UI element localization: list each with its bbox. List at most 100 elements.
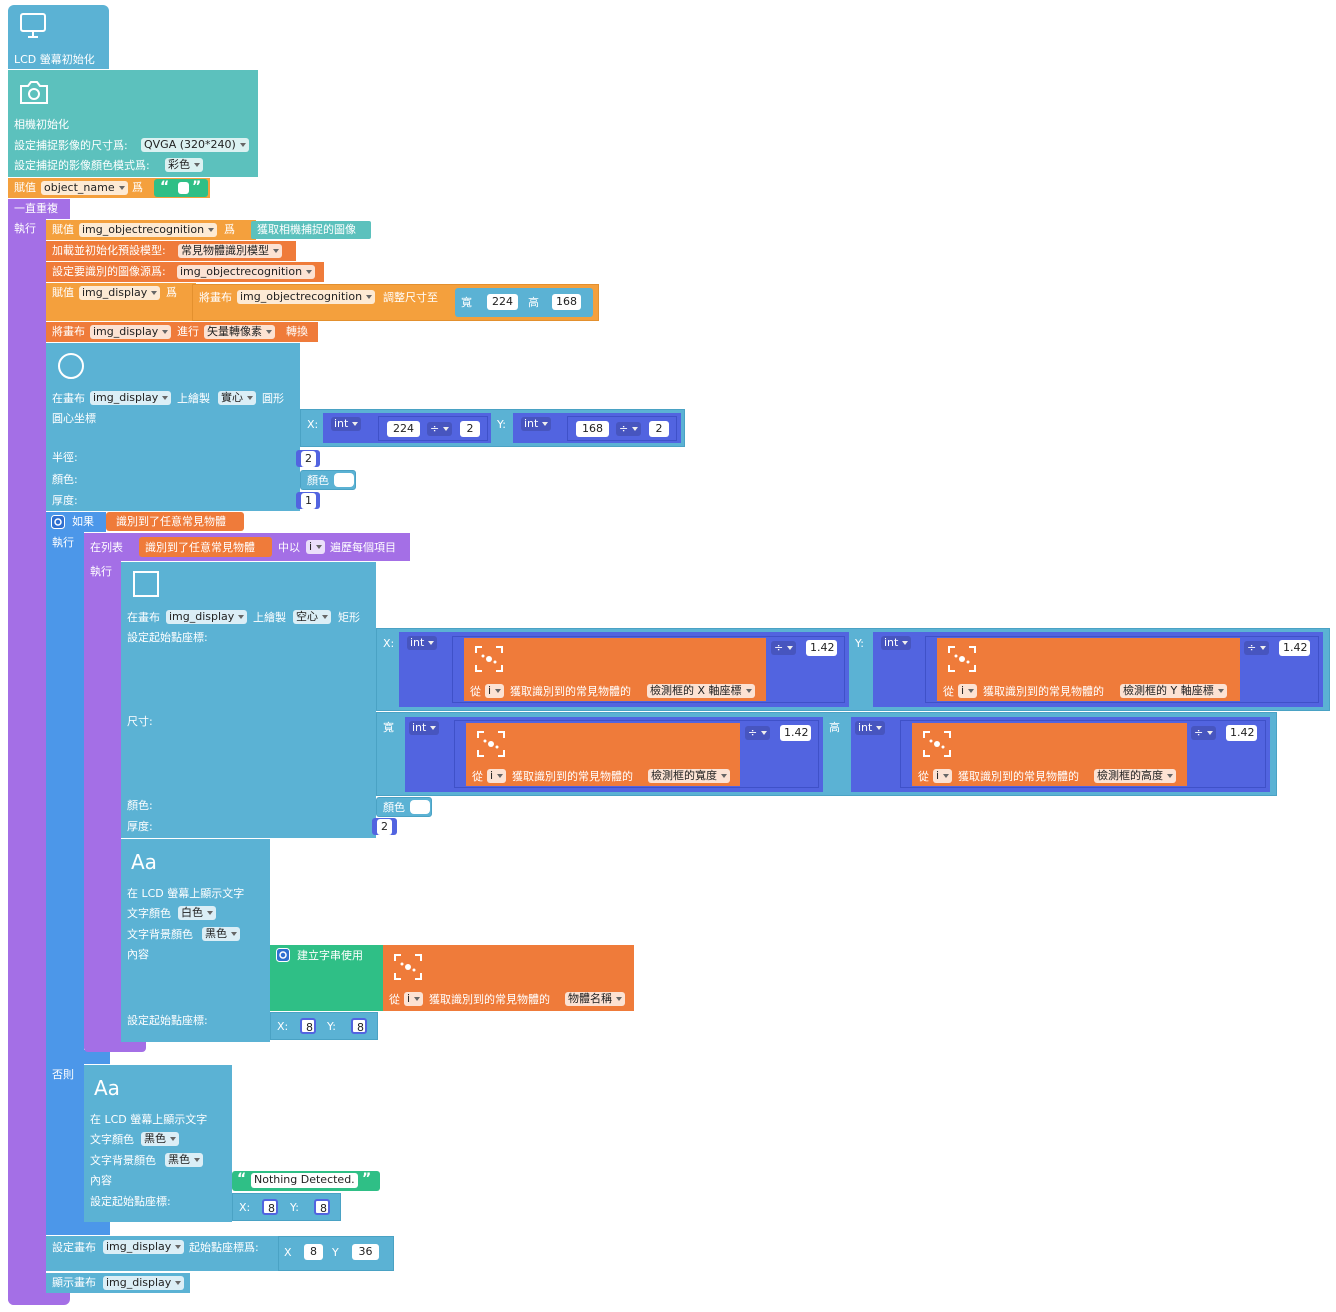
- center-y-div[interactable]: 2: [649, 421, 669, 437]
- text-found-fg-dropdown[interactable]: 白色: [178, 906, 216, 920]
- rect-y-int-dropdown[interactable]: int: [881, 636, 912, 650]
- source-dropdown[interactable]: img_objectrecognition: [177, 265, 316, 279]
- rect-x-int-dropdown[interactable]: int: [407, 636, 438, 650]
- thickness-input[interactable]: 1: [301, 493, 316, 509]
- gear-icon[interactable]: [51, 515, 65, 529]
- set-source-block[interactable]: 設定要識別的圖像源爲: img_objectrecognition: [46, 262, 324, 282]
- size-tuple-block[interactable]: 寬 224 高 168: [455, 288, 593, 317]
- circle-fill-dropdown[interactable]: 實心: [218, 391, 256, 405]
- center-x-num[interactable]: 224: [387, 421, 420, 437]
- rect-h-ai-block[interactable]: 從 i 獲取識別到的常見物體的 檢測框的高度: [912, 723, 1187, 786]
- thickness-block[interactable]: 1: [296, 492, 320, 509]
- rect-x-i-dropdown[interactable]: i: [485, 684, 505, 698]
- empty-string-field[interactable]: [178, 182, 189, 194]
- model-dropdown[interactable]: 常見物體識別模型: [178, 244, 282, 258]
- assign-img-obj-block[interactable]: 賦值 img_objectrecognition 爲: [46, 220, 256, 240]
- show-canvas-block[interactable]: 顯示畫布 img_display: [46, 1273, 190, 1293]
- center-y-int-dropdown[interactable]: int: [521, 417, 552, 431]
- center-x-op-dropdown[interactable]: ÷: [427, 422, 453, 436]
- rect-y-op-dropdown[interactable]: ÷: [1244, 641, 1270, 655]
- lcd-init-block[interactable]: LCD 螢幕初始化: [8, 5, 109, 69]
- rect-h-i-dropdown[interactable]: i: [933, 769, 953, 783]
- forever-loop-block[interactable]: 一直重複: [8, 199, 70, 219]
- rect-y-i-dropdown[interactable]: i: [958, 684, 978, 698]
- set-origin-tuple[interactable]: X 8 Y 36: [278, 1236, 394, 1271]
- rect-color-swatch[interactable]: [410, 800, 430, 814]
- text-found-bg-dropdown[interactable]: 黑色: [202, 927, 240, 941]
- circle-color-block[interactable]: 顏色: [300, 470, 356, 490]
- set-origin-x-input[interactable]: 8: [304, 1244, 323, 1260]
- circle-color-swatch[interactable]: [334, 473, 354, 487]
- rect-w-op-dropdown[interactable]: ÷: [745, 726, 771, 740]
- center-y-op-dropdown[interactable]: ÷: [616, 422, 642, 436]
- object-name-field-dropdown[interactable]: 物體名稱: [565, 992, 625, 1006]
- img-obj-var-dropdown[interactable]: img_objectrecognition: [79, 223, 218, 237]
- set-canvas-origin-block[interactable]: 設定畫布 img_display 起始點座標爲:: [46, 1236, 278, 1271]
- rect-y-ai-block[interactable]: 從 i 獲取識別到的常見物體的 檢測框的 Y 軸座標: [937, 638, 1240, 701]
- if-condition-block[interactable]: 識別到了任意常見物體: [106, 512, 244, 531]
- draw-circle-block[interactable]: 在畫布 img_display 上繪製 實心 圓形 圓心坐標 半徑: 顏色: 厚…: [46, 343, 300, 511]
- rect-w-ai-block[interactable]: 從 i 獲取識別到的常見物體的 檢測框的寬度: [466, 723, 740, 786]
- assign-img-display-block[interactable]: 賦值 img_display 爲: [46, 283, 196, 321]
- for-each-var-dropdown[interactable]: i: [306, 540, 326, 554]
- gear-icon[interactable]: [276, 948, 290, 962]
- text-found-pos-tuple[interactable]: X: 8 Y: 8: [270, 1012, 378, 1040]
- rect-w-int-dropdown[interactable]: int: [409, 721, 440, 735]
- resize-source-dropdown[interactable]: img_objectrecognition: [237, 290, 376, 304]
- radius-block[interactable]: 2: [296, 450, 320, 467]
- rect-w-field-dropdown[interactable]: 檢測框的寬度: [648, 769, 730, 783]
- center-x-divide-block[interactable]: 224 ÷ 2: [378, 416, 488, 441]
- rect-x-op-dropdown[interactable]: ÷: [771, 641, 797, 655]
- if-block[interactable]: 如果: [46, 512, 106, 532]
- nothing-detected-string-block[interactable]: “ Nothing Detected. ”: [232, 1171, 380, 1191]
- draw-rect-block[interactable]: 在畫布 img_display 上繪製 空心 矩形 設定起始點座標: 尺寸: 顏…: [121, 562, 376, 838]
- text-none-y-input[interactable]: 8: [314, 1199, 330, 1215]
- camera-size-dropdown[interactable]: QVGA (320*240): [141, 138, 249, 152]
- center-y-divide-block[interactable]: 168 ÷ 2: [567, 416, 677, 441]
- rect-x-div[interactable]: 1.42: [806, 640, 837, 656]
- rect-w-div[interactable]: 1.42: [780, 725, 811, 741]
- convert-mode-dropdown[interactable]: 矢量轉像素: [204, 325, 275, 339]
- load-model-block[interactable]: 加載並初始化預設模型: 常見物體識別模型: [46, 241, 296, 261]
- rect-h-int-dropdown[interactable]: int: [855, 721, 886, 735]
- text-none-bg-dropdown[interactable]: 黑色: [165, 1153, 203, 1167]
- width-input[interactable]: 224: [487, 294, 518, 310]
- img-display-var-dropdown[interactable]: img_display: [79, 286, 161, 300]
- lcd-text-found-block[interactable]: Aa 在 LCD 螢幕上顯示文字 文字顏色 白色 文字背景顏色 黑色 內容 設定…: [121, 839, 270, 1042]
- rect-x-field-dropdown[interactable]: 檢測框的 X 軸座標: [647, 684, 755, 698]
- height-input[interactable]: 168: [552, 294, 581, 310]
- rect-thickness-block[interactable]: 2: [372, 818, 397, 835]
- lcd-text-none-block[interactable]: Aa 在 LCD 螢幕上顯示文字 文字顏色 黑色 文字背景顏色 黑色 內容 設定…: [84, 1065, 232, 1222]
- text-none-x-input[interactable]: 8: [262, 1199, 278, 1215]
- center-y-num[interactable]: 168: [576, 421, 609, 437]
- get-camera-image-block[interactable]: 獲取相機捕捉的圖像: [251, 221, 371, 239]
- rect-canvas-dropdown[interactable]: img_display: [166, 610, 248, 624]
- text-none-fg-dropdown[interactable]: 黑色: [141, 1132, 179, 1146]
- object-name-ai-block[interactable]: 從 i 獲取識別到的常見物體的 物體名稱: [383, 945, 634, 1011]
- nothing-detected-field[interactable]: Nothing Detected.: [251, 1173, 358, 1188]
- center-x-int-dropdown[interactable]: int: [331, 417, 362, 431]
- set-origin-canvas-dropdown[interactable]: img_display: [103, 1240, 185, 1254]
- center-x-div[interactable]: 2: [460, 421, 480, 437]
- convert-var-dropdown[interactable]: img_display: [90, 325, 172, 339]
- rect-fill-dropdown[interactable]: 空心: [293, 610, 331, 624]
- rect-thickness-input[interactable]: 2: [377, 819, 392, 835]
- text-none-pos-tuple[interactable]: X: 8 Y: 8: [232, 1193, 341, 1221]
- object-name-i-dropdown[interactable]: i: [404, 992, 424, 1006]
- rect-h-field-dropdown[interactable]: 檢測框的高度: [1094, 769, 1176, 783]
- camera-init-block[interactable]: 相機初始化 設定捕捉影像的尺寸爲: QVGA (320*240) 設定捕捉的影像…: [8, 70, 258, 177]
- rect-h-div[interactable]: 1.42: [1226, 725, 1257, 741]
- convert-block[interactable]: 將畫布 img_display 進行 矢量轉像素 轉換: [46, 322, 318, 342]
- rect-x-ai-block[interactable]: 從 i 獲取識別到的常見物體的 檢測框的 X 軸座標: [464, 638, 766, 701]
- rect-y-field-dropdown[interactable]: 檢測框的 Y 軸座標: [1120, 684, 1227, 698]
- text-found-y-input[interactable]: 8: [351, 1018, 367, 1034]
- rect-color-block[interactable]: 顏色: [376, 797, 432, 817]
- object-name-var-dropdown[interactable]: object_name: [41, 181, 128, 195]
- rect-w-i-dropdown[interactable]: i: [487, 769, 507, 783]
- camera-color-dropdown[interactable]: 彩色: [165, 158, 203, 172]
- rect-y-div[interactable]: 1.42: [1279, 640, 1310, 656]
- radius-input[interactable]: 2: [301, 451, 316, 467]
- join-string-block[interactable]: 建立字串使用: [270, 945, 383, 1011]
- for-each-list-block[interactable]: 識別到了任意常見物體: [139, 537, 272, 557]
- circle-canvas-dropdown[interactable]: img_display: [90, 391, 172, 405]
